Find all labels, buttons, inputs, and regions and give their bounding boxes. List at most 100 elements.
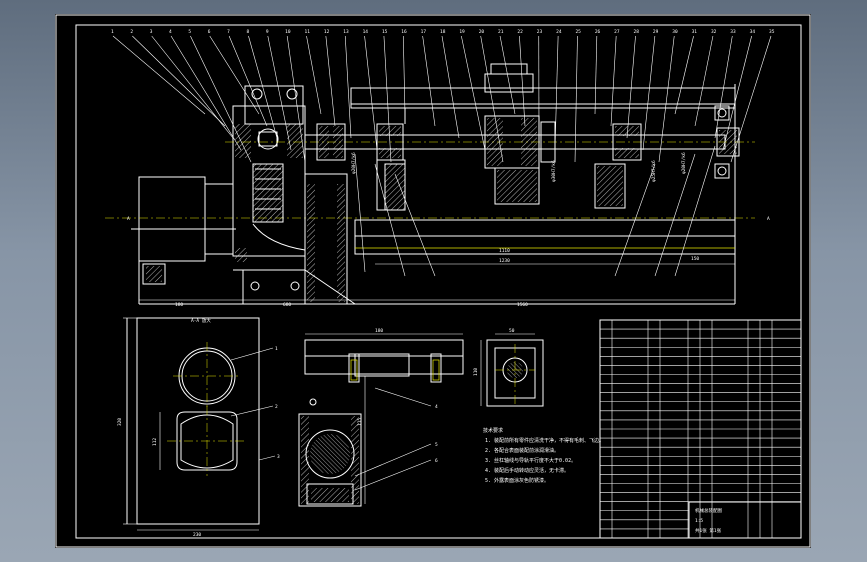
svg-text:115: 115 <box>357 418 363 426</box>
balloon-number: 17 <box>421 29 427 35</box>
leader-line <box>730 35 772 163</box>
svg-text:6: 6 <box>435 458 438 464</box>
leader-line <box>480 35 504 163</box>
parts-list-table <box>599 319 802 539</box>
balloon-number: 21 <box>498 29 504 35</box>
leader-line <box>374 163 406 277</box>
balloon-number: 26 <box>595 29 601 35</box>
svg-text:4: 4 <box>435 404 438 410</box>
leader-lines <box>112 35 772 277</box>
svg-text:1. 装配前所有零件应清洗干净，不得有毛刺、飞边。: 1. 装配前所有零件应清洗干净，不得有毛刺、飞边。 <box>485 437 604 444</box>
inner-frame <box>75 24 802 539</box>
leader-line <box>658 35 675 163</box>
balloon-number: 12 <box>324 29 330 35</box>
svg-text:2: 2 <box>275 404 278 410</box>
svg-text:230: 230 <box>193 532 201 538</box>
balloon-number: 13 <box>343 29 349 35</box>
technical-notes: 技术要求 1. 装配前所有零件应清洗干净，不得有毛刺、飞边。 2. 各配合表面装… <box>483 427 604 484</box>
leader-line <box>722 35 752 151</box>
balloon-number: 27 <box>614 29 620 35</box>
leader-line <box>461 35 486 151</box>
svg-text:680: 680 <box>283 302 291 308</box>
svg-text:A-A 放大: A-A 放大 <box>191 317 211 324</box>
motor-body <box>138 176 206 262</box>
leader-line <box>325 35 336 127</box>
balloon-number: 10 <box>285 29 291 35</box>
leader-line <box>151 35 234 139</box>
svg-text:3: 3 <box>277 454 280 460</box>
svg-text:320: 320 <box>117 418 123 426</box>
clamp-view: 180 115 4 5 6 <box>298 328 464 507</box>
end-view: 110 50 <box>473 328 544 407</box>
leader-line <box>344 35 352 139</box>
balloon-number: 16 <box>401 29 407 35</box>
svg-text:5: 5 <box>435 442 438 448</box>
balloon-number: 24 <box>556 29 562 35</box>
leader-line <box>499 35 516 115</box>
leader-line <box>714 35 733 139</box>
leader-line <box>286 35 306 163</box>
balloon-number: 19 <box>459 29 465 35</box>
leader-line <box>383 35 392 163</box>
leader-line <box>248 35 278 139</box>
leader-line <box>364 35 378 151</box>
svg-text:φ20H7/k6: φ20H7/k6 <box>351 152 357 174</box>
svg-text:A: A <box>767 216 770 222</box>
leader-line <box>402 35 406 115</box>
leader-line <box>422 35 436 127</box>
balloon-number: 1 <box>111 29 114 35</box>
leader-line <box>610 35 617 127</box>
svg-text:φ30H7/k6: φ30H7/k6 <box>551 160 557 182</box>
leader-line <box>267 35 292 151</box>
balloon-number: 3 <box>150 29 153 35</box>
leader-line <box>132 35 226 127</box>
leader-line <box>642 35 656 151</box>
balloon-number: 14 <box>363 29 369 35</box>
title-block: 机械总装配图 1:5 共1张 第1张 <box>688 501 802 539</box>
leader-line <box>574 35 578 163</box>
svg-text:50: 50 <box>509 328 515 334</box>
balloon-number: 33 <box>730 29 736 35</box>
balloon-number: 20 <box>479 29 485 35</box>
balloon-number: 22 <box>517 29 523 35</box>
balloon-number: 32 <box>711 29 717 35</box>
svg-text:1560: 1560 <box>517 302 528 308</box>
balloon-number: 4 <box>169 29 172 35</box>
balloon-number: 30 <box>672 29 678 35</box>
leader-line <box>190 35 252 163</box>
main-view: A A <box>105 63 770 308</box>
balloon-number: 9 <box>266 29 269 35</box>
leader-line <box>441 35 460 139</box>
balloon-number: 23 <box>537 29 543 35</box>
balloon-number: 5 <box>188 29 191 35</box>
notes-title: 技术要求 <box>483 427 503 434</box>
svg-text:1:5: 1:5 <box>695 518 703 524</box>
svg-text:A: A <box>127 216 130 222</box>
balloon-number: 2 <box>130 29 133 35</box>
svg-text:180: 180 <box>175 302 183 308</box>
balloon-number: 31 <box>692 29 698 35</box>
leader-line <box>654 153 696 277</box>
svg-text:180: 180 <box>375 328 383 334</box>
balloon-number: 25 <box>575 29 581 35</box>
balloon-number: 15 <box>382 29 388 35</box>
svg-text:150: 150 <box>691 256 699 262</box>
svg-text:1: 1 <box>275 346 278 352</box>
leader-line <box>674 145 716 277</box>
leader-line <box>694 35 714 127</box>
balloon-number: 18 <box>440 29 446 35</box>
balloon-number: 8 <box>246 29 249 35</box>
balloon-number: 6 <box>208 29 211 35</box>
svg-text:3. 丝杠轴线与导轨平行度不大于0.02。: 3. 丝杠轴线与导轨平行度不大于0.02。 <box>485 457 576 464</box>
balloon-number: 28 <box>634 29 640 35</box>
leader-line <box>554 35 559 151</box>
balloon-number: 7 <box>227 29 230 35</box>
svg-text:φ20H7/k6: φ20H7/k6 <box>681 152 687 174</box>
leader-line <box>306 35 322 115</box>
leader-line <box>674 35 694 115</box>
leader-line <box>170 35 242 151</box>
leader-line <box>614 163 656 277</box>
